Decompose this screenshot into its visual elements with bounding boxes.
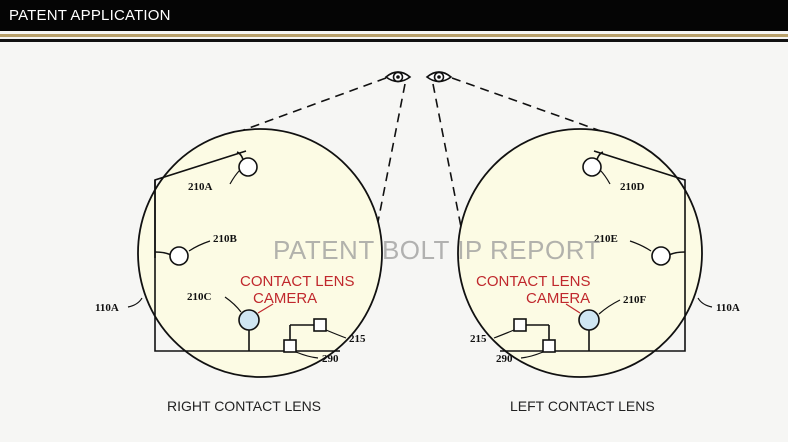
right-eye-icon [384,71,412,83]
left-lens-outline [457,128,703,378]
left-eye-icon [425,71,453,83]
projection-lines [229,77,613,233]
left-lens-circuit [500,150,686,352]
component-215-left-icon [513,318,527,332]
camera-210c-icon [238,309,260,331]
label-215-right: 215 [349,333,366,345]
camera-label-right-line1: CONTACT LENS [240,273,354,290]
caption-right-contact-lens: RIGHT CONTACT LENS [167,398,321,414]
right-lens-circuit [154,150,340,352]
label-290-left: 290 [496,353,513,365]
label-210d: 210D [620,181,645,193]
header-bar: PATENT APPLICATION [0,0,788,31]
label-290-right: 290 [322,353,339,365]
header-title: PATENT APPLICATION [9,7,171,24]
black-divider [0,39,788,42]
component-290-icon [283,339,297,353]
component-215-icon [313,318,327,332]
gold-divider [0,34,788,37]
label-210f: 210F [623,294,647,306]
camera-210f-icon [578,309,600,331]
right-contact-lens: 210A 210B 210C 215 290 110A CONTACT LENS… [95,128,383,414]
component-290-left-icon [542,339,556,353]
label-110a-left: 110A [716,302,740,314]
right-lens-outline [137,128,383,378]
label-210a: 210A [188,181,213,193]
label-215-left: 215 [470,333,487,345]
camera-label-left-line1: CONTACT LENS [476,273,590,290]
watermark-text: PATENT BOLT IP REPORT [273,235,601,265]
sensor-210d-icon [582,157,602,177]
camera-label-left-line2: CAMERA [526,290,590,307]
label-210e: 210E [594,233,618,245]
left-contact-lens: 210D 210E 210F 215 290 110A CONTACT LENS… [457,128,740,414]
caption-left-contact-lens: LEFT CONTACT LENS [510,398,655,414]
label-110a-right: 110A [95,302,119,314]
sensor-210a-icon [238,157,258,177]
sensor-210e-icon [651,246,671,266]
label-210c: 210C [187,291,212,303]
label-210b: 210B [213,233,238,245]
sensor-210b-icon [169,246,189,266]
camera-label-right-line2: CAMERA [253,290,317,307]
